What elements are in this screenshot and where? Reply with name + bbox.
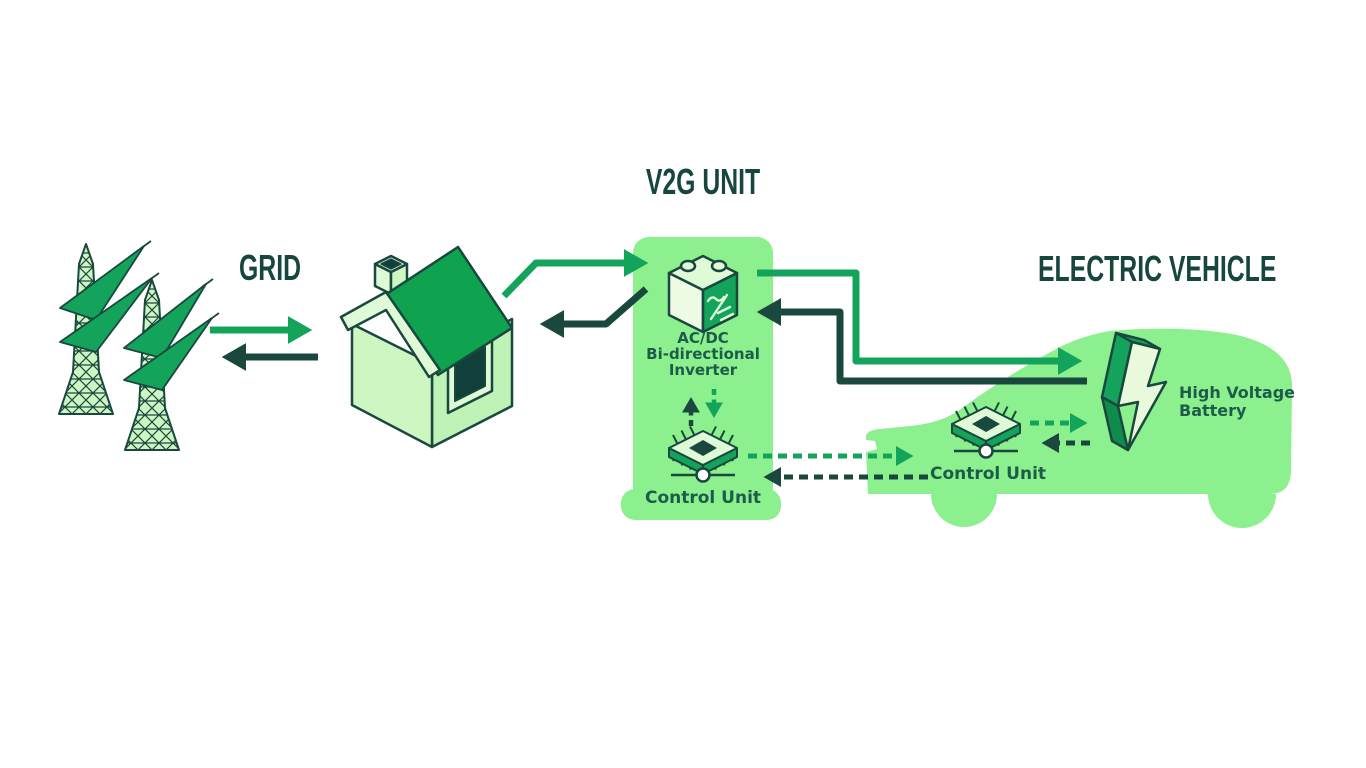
inverter-cube-icon	[667, 254, 739, 334]
flow-arrows-solid	[210, 249, 1087, 385]
transmission-towers-icon	[58, 240, 220, 451]
arrow-house-to-v2g	[501, 249, 649, 299]
battery-label-line1: High Voltage	[1179, 383, 1296, 402]
inverter-label-line1: AC/DC	[677, 329, 729, 347]
high-voltage-battery-label: High Voltage Battery	[1179, 384, 1309, 420]
flow-arrows-dashed	[682, 389, 1090, 487]
electric-vehicle-heading: ELECTRIC VEHICLE	[1038, 247, 1277, 290]
arrow-battery-to-v2g	[756, 298, 1087, 385]
arrow-v2g-to-house	[539, 286, 649, 338]
grid-heading: GRID	[239, 246, 301, 289]
lightning-bolt-icon	[1100, 331, 1168, 452]
inverter-label: AC/DC Bi-directional Inverter	[623, 330, 783, 378]
v2g-unit-heading: V2G UNIT	[645, 160, 761, 203]
ev-control-unit-label: Control Unit	[929, 464, 1047, 484]
inverter-label-line2: Bi-directional	[646, 345, 760, 363]
house-icon	[339, 245, 514, 449]
v2g-control-unit-label: Control Unit	[644, 488, 762, 508]
inverter-label-line3: Inverter	[668, 361, 738, 379]
arrow-v2g-to-battery	[757, 269, 1083, 375]
battery-label-line2: Battery	[1179, 401, 1247, 420]
